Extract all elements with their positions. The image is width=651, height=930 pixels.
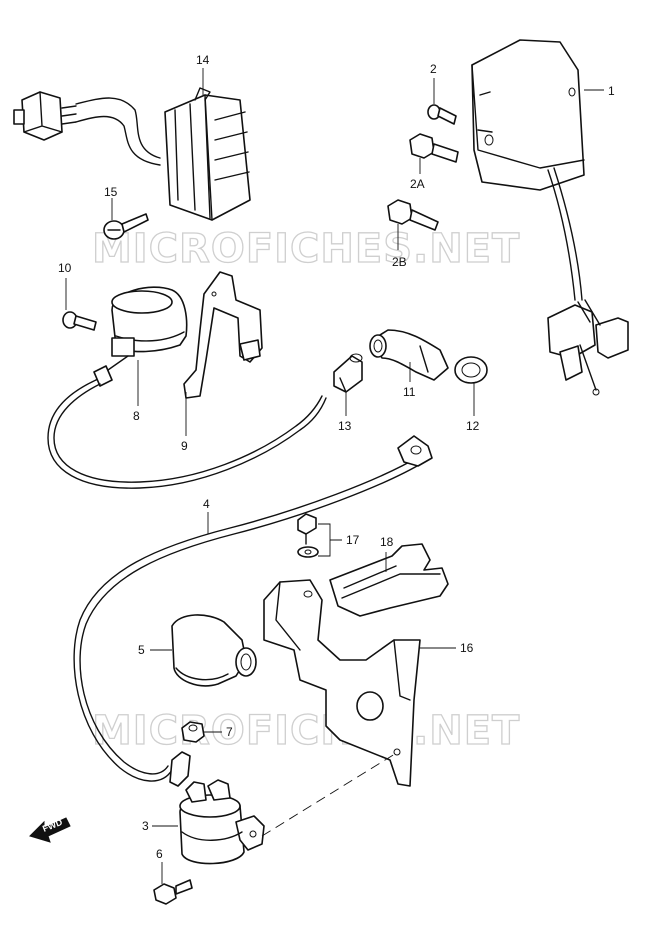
clamp-18[interactable]: 18 xyxy=(329,535,449,617)
callout-6: 6 xyxy=(156,847,163,861)
bolt-15[interactable]: 15 xyxy=(103,185,149,240)
ignition-coil[interactable]: 8 xyxy=(93,286,188,423)
callout-4: 4 xyxy=(203,497,210,511)
callout-11: 11 xyxy=(403,385,416,399)
bolt-17[interactable]: 17 xyxy=(297,513,360,558)
plug-cap-13[interactable]: 13 xyxy=(333,353,363,433)
relay-cover-5[interactable]: 5 xyxy=(138,614,257,687)
cdi-unit[interactable]: 1 xyxy=(471,39,629,396)
watermark-top: MICROFICHES.NET xyxy=(92,226,520,272)
callout-15: 15 xyxy=(104,185,118,199)
callout-2: 2 xyxy=(430,62,437,76)
coil-bracket[interactable]: 9 xyxy=(181,271,263,453)
plug-cap-11[interactable]: 11 xyxy=(369,329,449,399)
bolt-6[interactable]: 6 xyxy=(153,847,193,905)
callout-5: 5 xyxy=(138,643,145,657)
bracket-16[interactable]: 16 xyxy=(263,579,474,787)
callout-17: 17 xyxy=(346,533,360,547)
callout-1: 1 xyxy=(608,84,615,98)
screw-2[interactable]: 2 xyxy=(427,62,457,125)
callout-18: 18 xyxy=(380,535,394,549)
starter-cable[interactable]: 4 xyxy=(73,435,433,787)
callout-2A: 2A xyxy=(410,177,425,191)
regulator-rectifier[interactable]: 14 xyxy=(13,53,251,221)
bolt-2B[interactable]: 2B xyxy=(387,199,439,269)
bolt-2A[interactable]: 2A xyxy=(409,133,459,191)
mounting-line xyxy=(261,751,399,837)
callout-9: 9 xyxy=(181,439,188,453)
fwd-arrow-icon: FWD xyxy=(29,817,71,843)
nut-7[interactable]: 7 xyxy=(181,721,233,743)
seal-ring-12[interactable]: 12 xyxy=(454,356,488,433)
high-tension-cable xyxy=(47,379,327,489)
starter-relay[interactable]: 3 xyxy=(142,779,265,865)
callout-8: 8 xyxy=(133,409,140,423)
screw-10[interactable]: 10 xyxy=(58,261,97,331)
callout-12: 12 xyxy=(466,419,480,433)
callout-13: 13 xyxy=(338,419,352,433)
callout-7: 7 xyxy=(226,725,233,739)
callout-16: 16 xyxy=(460,641,474,655)
callout-14: 14 xyxy=(196,53,210,67)
callout-2B: 2B xyxy=(392,255,407,269)
watermark-bottom: MICROFICHES.NET xyxy=(92,708,520,754)
callout-3: 3 xyxy=(142,819,149,833)
callout-10: 10 xyxy=(58,261,72,275)
